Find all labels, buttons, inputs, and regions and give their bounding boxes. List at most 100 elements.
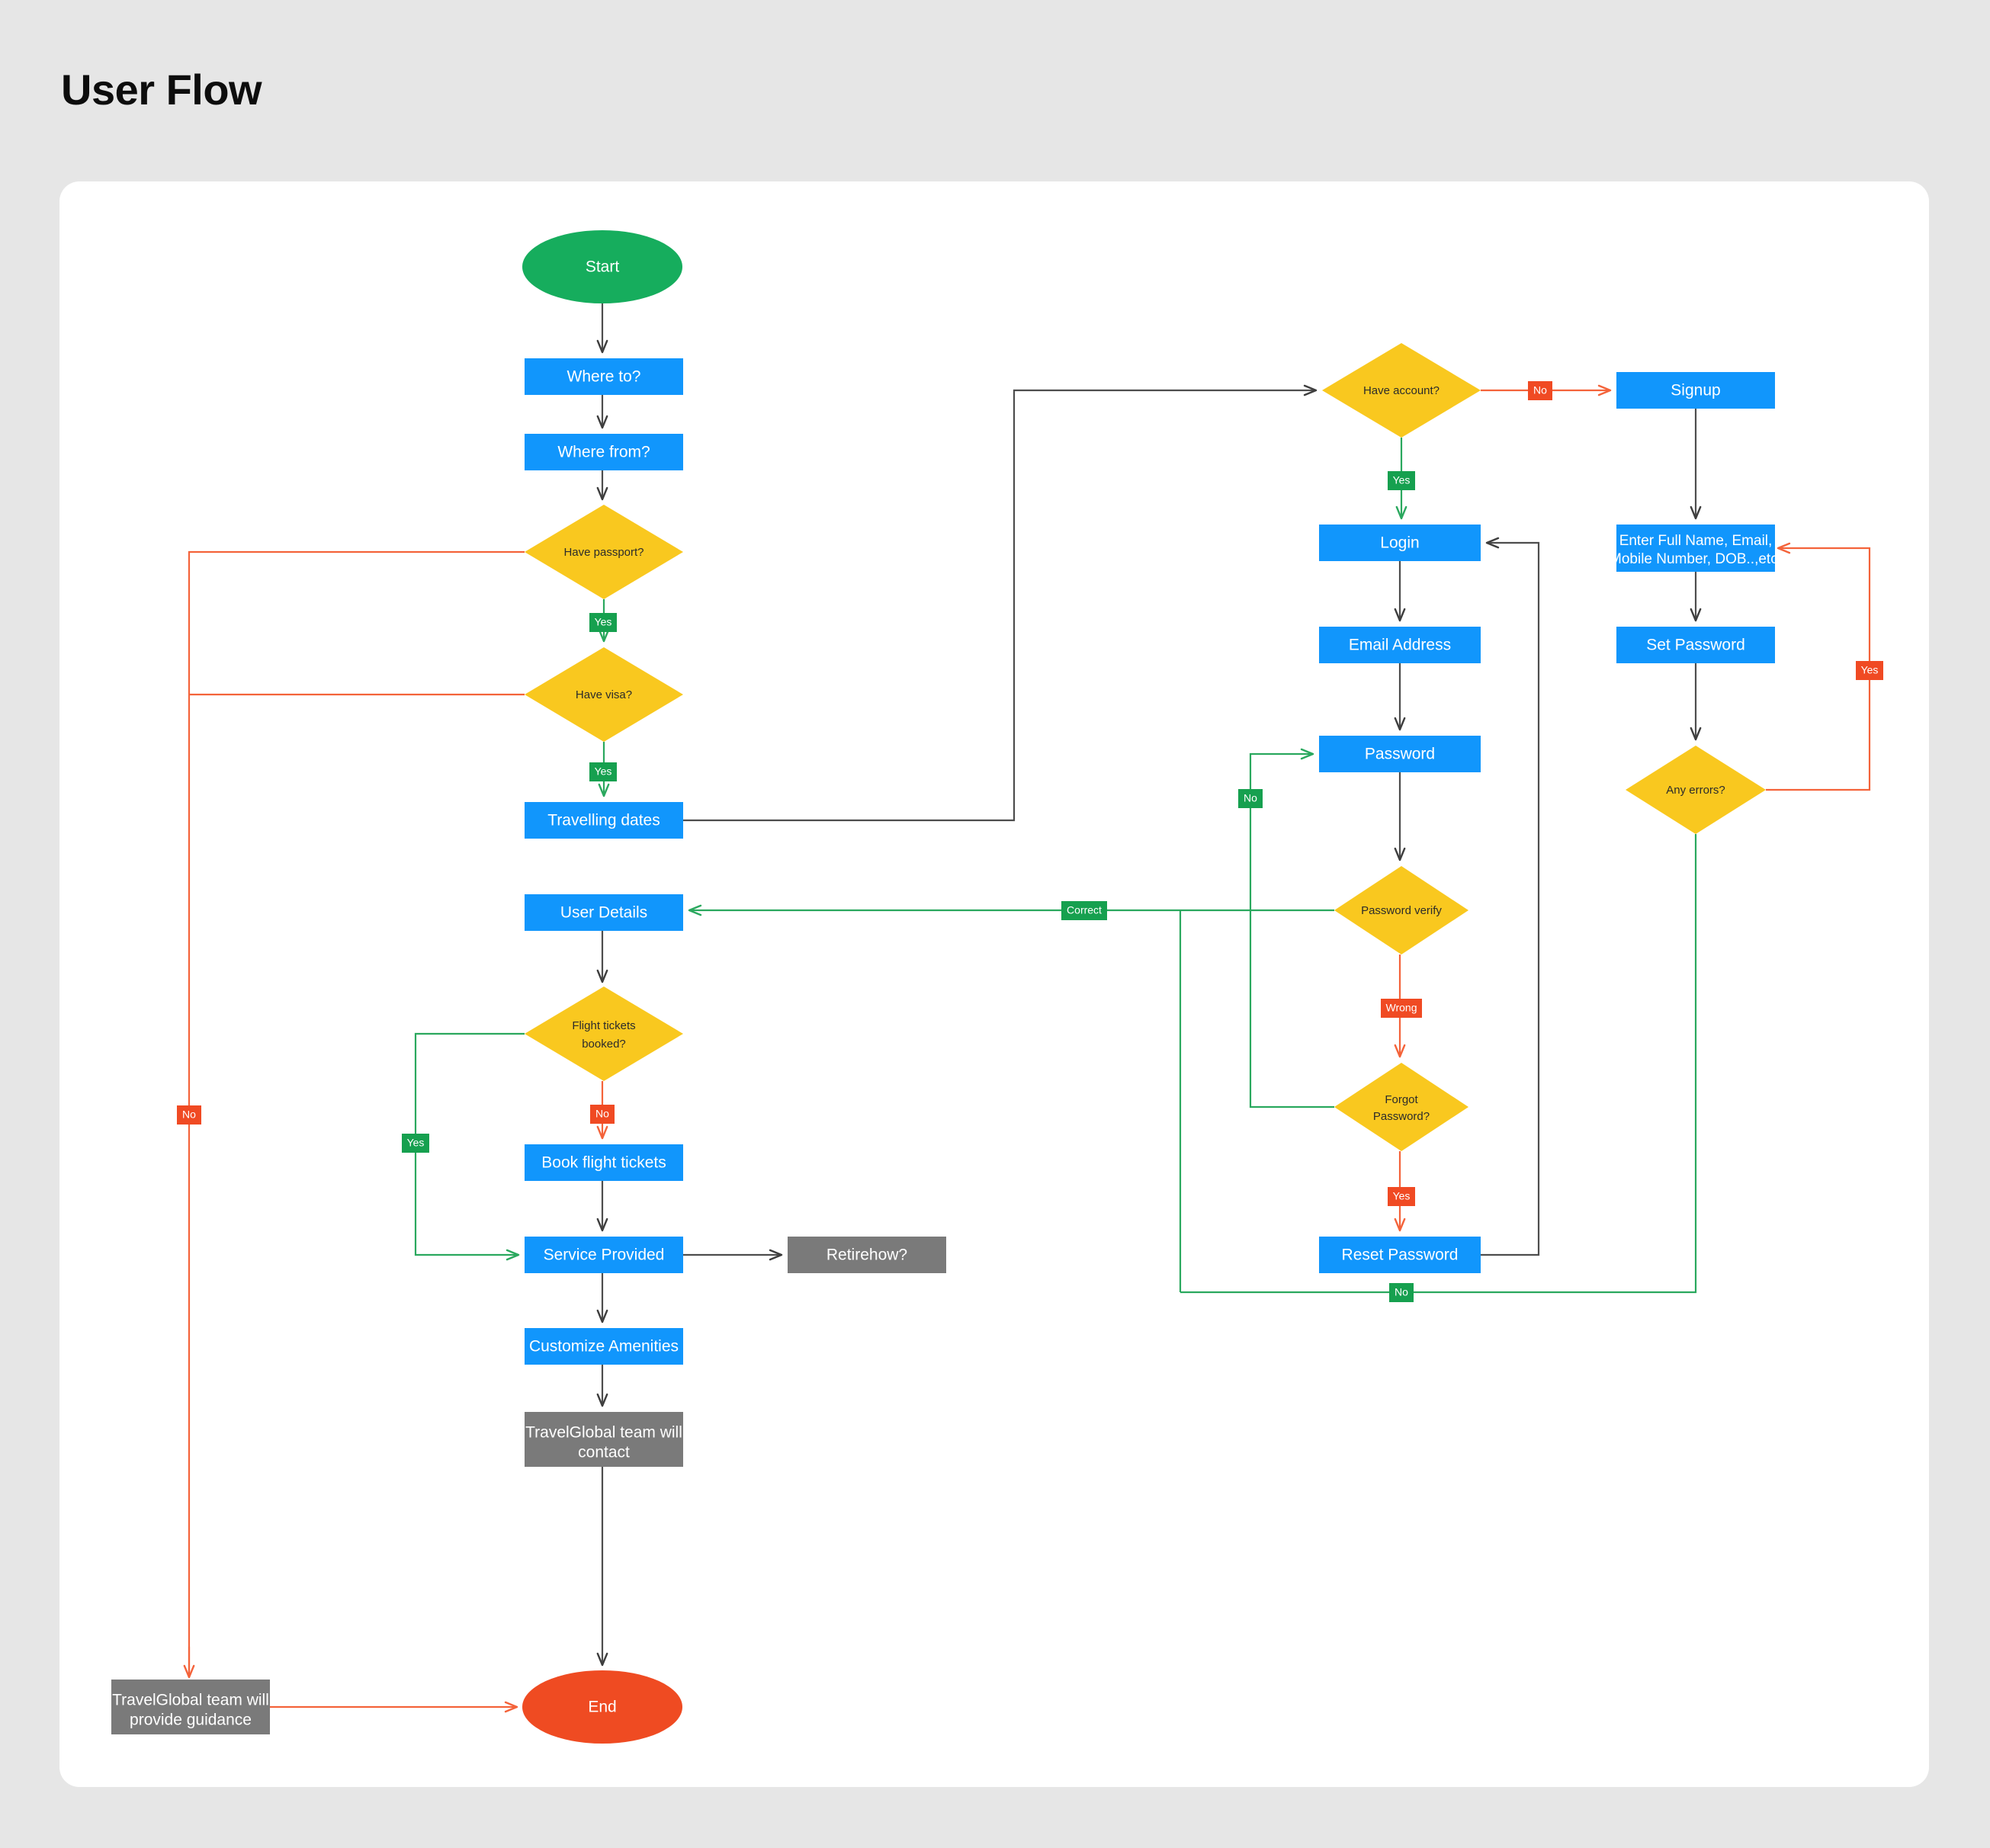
travelling-dates-rect (525, 802, 683, 839)
node-flight-tickets-booked[interactable]: Flight tickets booked? (525, 987, 683, 1081)
edge-label-text: Correct (1067, 904, 1102, 916)
chip-bg (1528, 381, 1552, 400)
have-passport-diamond (525, 505, 683, 599)
chip-bg (1856, 661, 1883, 680)
node-tg-contact-line2: contact (578, 1444, 630, 1461)
node-password[interactable]: Password (1319, 736, 1481, 772)
chip-bg (1061, 901, 1107, 920)
chip-bg (1389, 1283, 1414, 1302)
node-travelling-dates-label: Travelling dates (547, 812, 660, 829)
node-retirehow-label: Retirehow? (826, 1246, 907, 1264)
node-have-account[interactable]: Have account? (1322, 343, 1481, 438)
have-account-diamond (1322, 343, 1481, 438)
node-set-password[interactable]: Set Password (1616, 627, 1775, 663)
node-password-label: Password (1365, 746, 1435, 763)
node-user-details-label: User Details (560, 904, 647, 922)
customize-amenities-rect (525, 1328, 683, 1365)
node-have-visa[interactable]: Have visa? (525, 647, 683, 742)
diagram-canvas-card (59, 181, 1929, 1787)
node-start-label: Start (586, 258, 620, 276)
node-signup[interactable]: Signup (1616, 372, 1775, 409)
node-travelglobal-guidance[interactable]: TravelGlobal team will provide guidance (111, 1680, 270, 1734)
travelglobal-guidance-rect (111, 1680, 270, 1734)
node-service-provided-label: Service Provided (544, 1246, 665, 1264)
set-password-rect (1616, 627, 1775, 663)
edge-label-flight-no: No (590, 1105, 615, 1124)
node-login[interactable]: Login (1319, 525, 1481, 561)
edge-label-anyerrors-no: No (1389, 1283, 1414, 1302)
node-signup-label: Signup (1671, 382, 1720, 399)
node-start[interactable]: Start (522, 230, 682, 303)
node-book-flight-label: Book flight tickets (541, 1154, 666, 1172)
edge-label-verify-correct: Correct (1061, 901, 1107, 920)
node-reset-password[interactable]: Reset Password (1319, 1237, 1481, 1273)
node-set-password-label: Set Password (1646, 637, 1745, 654)
node-email-address[interactable]: Email Address (1319, 627, 1481, 663)
node-enter-user-info[interactable]: Enter Full Name, Email, Mobile Number, D… (1610, 525, 1782, 572)
node-end[interactable]: End (522, 1670, 682, 1744)
node-service-provided[interactable]: Service Provided (525, 1237, 683, 1273)
edge-label-text: Yes (407, 1137, 425, 1149)
node-forgot-password-line1: Forgot (1385, 1093, 1418, 1106)
node-tg-guidance-line1: TravelGlobal team will (112, 1692, 269, 1709)
chip-bg (1381, 999, 1422, 1018)
node-user-details[interactable]: User Details (525, 894, 683, 931)
node-tg-contact-line1: TravelGlobal team will (525, 1424, 682, 1442)
end-ellipse (522, 1670, 682, 1744)
edges-layer (183, 303, 1871, 1713)
email-address-rect (1319, 627, 1481, 663)
node-where-to[interactable]: Where to? (525, 358, 683, 395)
edge-label-text: Wrong (1386, 1002, 1417, 1014)
edge-forgot-no (1249, 748, 1334, 1108)
edge-label-text: Yes (1393, 1190, 1411, 1202)
edge-flight-yes (414, 1032, 525, 1261)
node-where-from-label: Where from? (557, 444, 650, 461)
node-login-label: Login (1380, 534, 1419, 552)
node-book-flight-tickets[interactable]: Book flight tickets (525, 1144, 683, 1181)
chip-bg (589, 762, 617, 781)
where-to-rect (525, 358, 683, 395)
chip-bg (177, 1105, 201, 1125)
node-where-from[interactable]: Where from? (525, 434, 683, 470)
node-have-account-label: Have account? (1363, 384, 1440, 397)
password-verify-diamond (1334, 866, 1468, 954)
node-have-passport[interactable]: Have passport? (525, 505, 683, 599)
node-end-label: End (588, 1699, 616, 1716)
node-customize-amenities[interactable]: Customize Amenities (525, 1328, 683, 1365)
forgot-password-diamond (1334, 1063, 1468, 1151)
password-rect (1319, 736, 1481, 772)
where-from-rect (525, 434, 683, 470)
chip-bg (590, 1105, 615, 1124)
edge-label-passport-no: No (177, 1105, 201, 1125)
edge-dates-account (683, 384, 1318, 822)
node-enter-info-line1: Enter Full Name, Email, (1619, 533, 1773, 549)
chip-bg (589, 613, 617, 632)
travelglobal-contact-rect (525, 1412, 683, 1467)
edge-anyerrors-no (1180, 834, 1697, 1294)
node-where-to-label: Where to? (567, 368, 641, 386)
edge-label-flight-yes: Yes (402, 1134, 429, 1153)
node-tg-guidance-line2: provide guidance (130, 1712, 252, 1729)
node-forgot-password-line2: Password? (1373, 1110, 1430, 1123)
node-any-errors[interactable]: Any errors? (1626, 746, 1766, 834)
nodes-layer: Start Where to? Where from? Have passpor… (111, 230, 1782, 1744)
node-reset-password-label: Reset Password (1342, 1246, 1459, 1264)
node-travelling-dates[interactable]: Travelling dates (525, 802, 683, 839)
enter-user-info-rect (1616, 525, 1775, 572)
node-travelglobal-contact[interactable]: TravelGlobal team will contact (525, 1412, 683, 1467)
signup-rect (1616, 372, 1775, 409)
node-forgot-password[interactable]: Forgot Password? (1334, 1063, 1468, 1151)
book-flight-tickets-rect (525, 1144, 683, 1181)
chip-bg (402, 1134, 429, 1153)
edge-label-forgot-no: No (1238, 789, 1263, 808)
chip-bg (1388, 471, 1415, 490)
page-title: User Flow (61, 66, 262, 114)
node-password-verify[interactable]: Password verify (1334, 866, 1468, 954)
edge-label-anyerrors-yes: Yes (1856, 661, 1883, 680)
node-flight-booked-line2: booked? (582, 1038, 626, 1051)
node-retirehow[interactable]: Retirehow? (788, 1237, 946, 1273)
node-have-visa-label: Have visa? (576, 688, 632, 701)
edge-label-text: No (595, 1108, 609, 1120)
flight-tickets-booked-diamond (525, 987, 683, 1081)
node-flight-booked-line1: Flight tickets (572, 1019, 635, 1032)
